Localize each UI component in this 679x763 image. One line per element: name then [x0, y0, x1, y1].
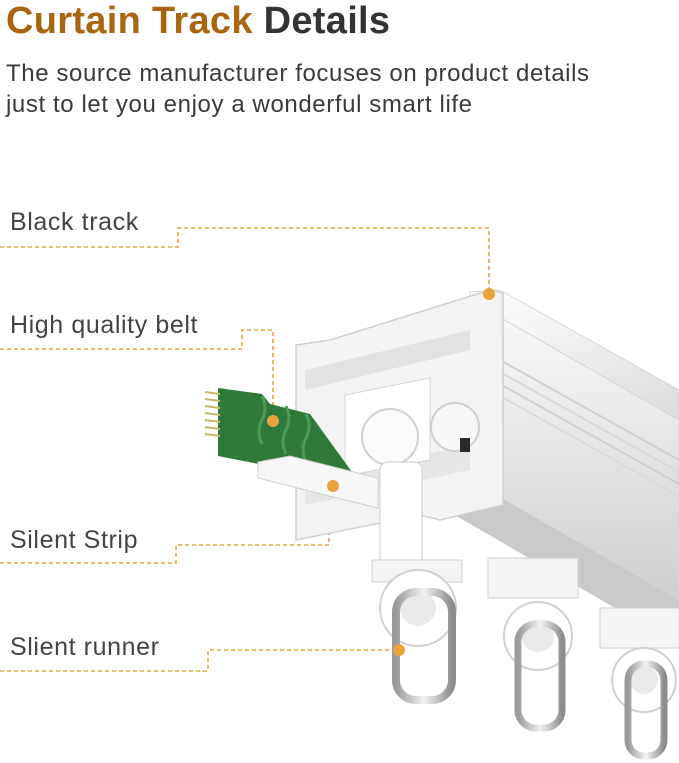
callout-dot-black-track [483, 288, 495, 300]
callout-dot-runner [393, 644, 405, 656]
runner-3 [599, 607, 679, 760]
callout-label-black-track: Black track [10, 208, 139, 236]
callout-label-runner: Slient runner [10, 633, 160, 661]
callout-label-silent-strip: Silent Strip [10, 526, 139, 554]
page-title: Curtain Track Details [6, 0, 390, 43]
silent-strip [257, 455, 379, 509]
leader-line-black-track [0, 227, 490, 292]
callout-label-belt: High quality belt [10, 311, 199, 339]
belt [204, 388, 352, 480]
title-accent: Curtain Track [6, 0, 253, 42]
runner-1 [371, 461, 463, 704]
leader-line-silent-strip [0, 486, 330, 564]
leader-line-runner [0, 649, 398, 672]
title-rest: Details [263, 0, 391, 42]
leader-line-belt [0, 329, 274, 418]
callout-dot-belt [267, 415, 279, 427]
runner-2 [487, 557, 579, 732]
page-subtitle: The source manufacturer focuses on produ… [6, 60, 590, 118]
callout-dot-silent-strip [327, 480, 339, 492]
callout-dots [267, 288, 495, 656]
